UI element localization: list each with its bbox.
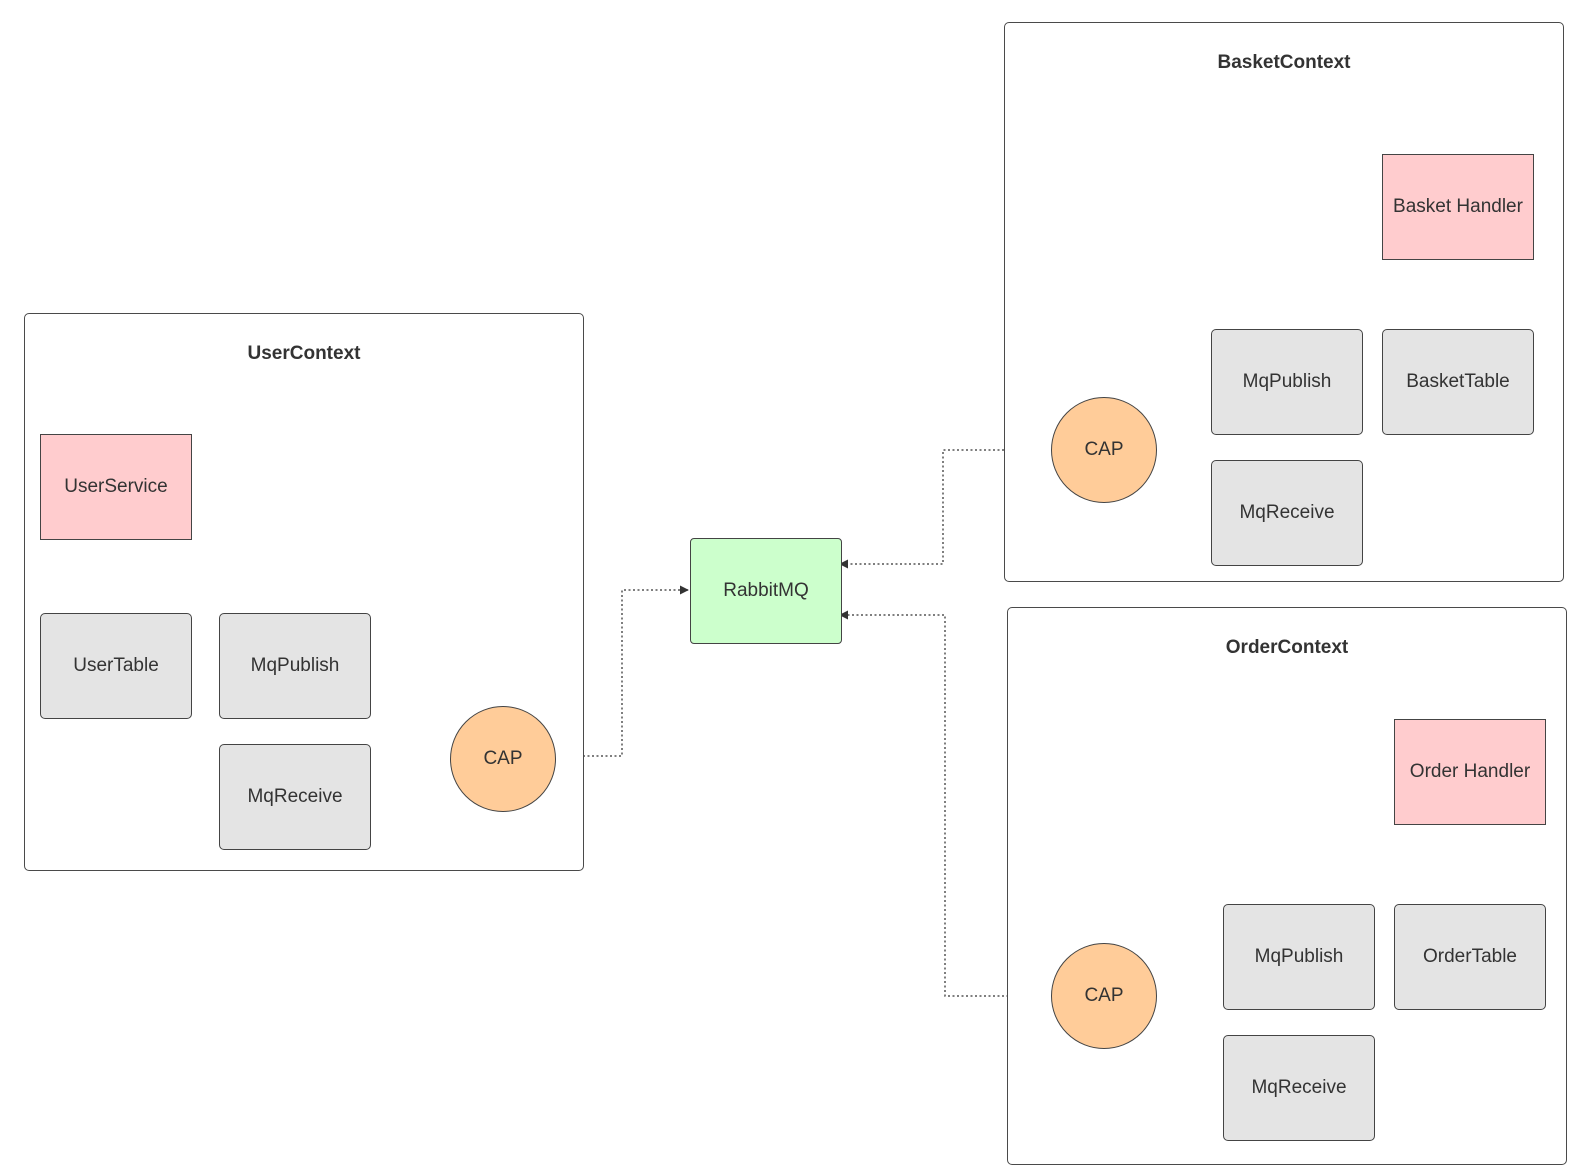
user-context-title: UserContext bbox=[247, 343, 361, 364]
basket-table-node[interactable]: BasketTable bbox=[1382, 329, 1534, 435]
order-handler-node[interactable]: Order Handler bbox=[1394, 719, 1546, 825]
basket-handler-node[interactable]: Basket Handler bbox=[1382, 154, 1534, 260]
basket-mqreceive-node[interactable]: MqReceive bbox=[1211, 460, 1363, 566]
user-cap-node[interactable]: CAP bbox=[450, 706, 556, 812]
basket-cap-node[interactable]: CAP bbox=[1051, 397, 1157, 503]
user-service-node[interactable]: UserService bbox=[40, 434, 192, 540]
order-context-title: OrderContext bbox=[1225, 637, 1349, 658]
user-mqreceive-node[interactable]: MqReceive bbox=[219, 744, 371, 850]
rabbitmq-node[interactable]: RabbitMQ bbox=[690, 538, 842, 644]
order-mqpublish-node[interactable]: MqPublish bbox=[1223, 904, 1375, 1010]
basket-mqpublish-node[interactable]: MqPublish bbox=[1211, 329, 1363, 435]
user-mqpublish-node[interactable]: MqPublish bbox=[219, 613, 371, 719]
user-table-node[interactable]: UserTable bbox=[40, 613, 192, 719]
basket-context-title: BasketContext bbox=[1217, 52, 1351, 73]
order-cap-node[interactable]: CAP bbox=[1051, 943, 1157, 1049]
order-table-node[interactable]: OrderTable bbox=[1394, 904, 1546, 1010]
order-mqreceive-node[interactable]: MqReceive bbox=[1223, 1035, 1375, 1141]
